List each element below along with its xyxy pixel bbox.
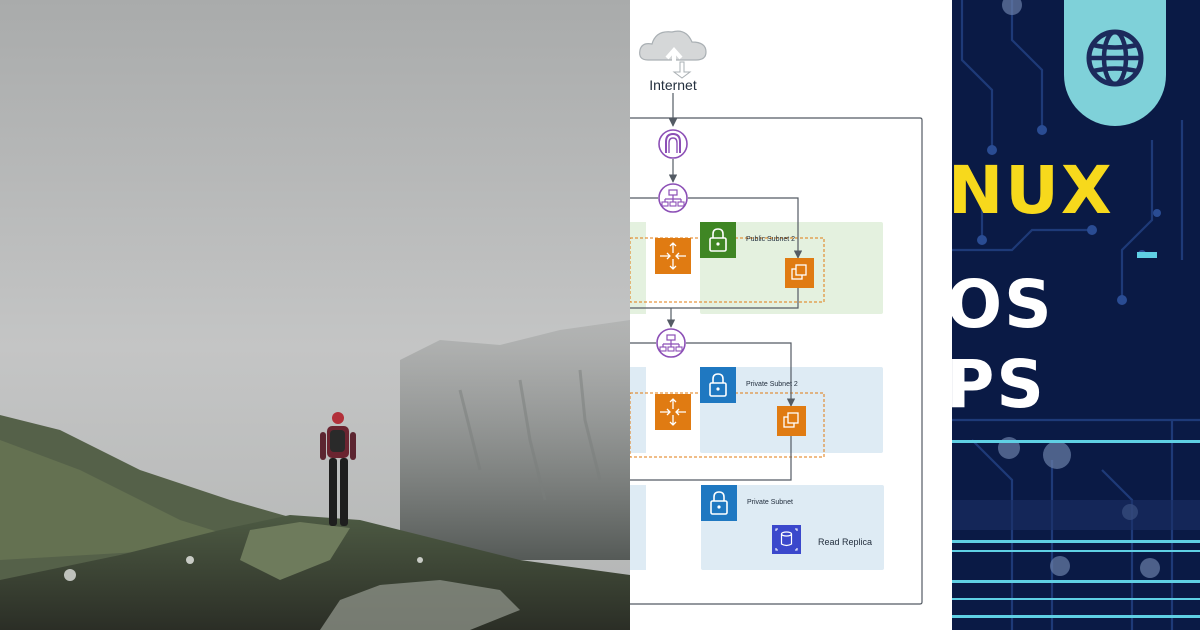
load-balancer-icon xyxy=(658,183,688,213)
circuit-banner: NUX OS PS xyxy=(952,0,1200,630)
load-balancer-icon xyxy=(656,328,686,358)
mountain-scene xyxy=(0,0,630,630)
ec2-instance-icon xyxy=(785,258,814,288)
private-subnet-2-label: Private Subnet 2 xyxy=(746,381,798,388)
database-icon xyxy=(772,525,801,554)
private-subnet-db-left-area xyxy=(630,485,646,570)
lock-icon xyxy=(701,485,737,521)
banner-title-line-2: OS xyxy=(952,266,1054,343)
vpc-boundary xyxy=(630,117,923,605)
globe-badge xyxy=(1064,0,1166,126)
distant-cliff xyxy=(400,320,630,560)
nat-gateway-icon xyxy=(655,238,691,274)
cloud-upload-icon xyxy=(639,30,707,79)
diagram-canvas: Internet xyxy=(630,30,923,605)
lock-icon xyxy=(700,367,736,403)
banner-title-line-1: NUX xyxy=(952,152,1114,229)
hiker-figure xyxy=(320,412,356,526)
banner-title-line-3: PS xyxy=(952,346,1046,423)
private-subnet-label: Private Subnet xyxy=(747,499,793,506)
nat-gateway-icon xyxy=(655,394,691,430)
internet-label: Internet xyxy=(649,77,697,93)
private-subnet-1-area xyxy=(630,367,646,453)
ec2-instance-icon xyxy=(777,406,806,436)
circuit-background xyxy=(952,0,1200,630)
lock-icon xyxy=(700,222,736,258)
read-replica-label: Read Replica xyxy=(818,537,872,547)
aws-architecture-diagram: Internet xyxy=(630,0,952,630)
mountain-photo xyxy=(0,0,630,630)
public-subnet-1-area xyxy=(630,222,646,314)
public-subnet-2-label: Public Subnet 2 xyxy=(746,236,795,243)
stone-path xyxy=(320,580,520,630)
globe-icon xyxy=(1086,29,1144,87)
internet-gateway-icon xyxy=(658,129,688,159)
